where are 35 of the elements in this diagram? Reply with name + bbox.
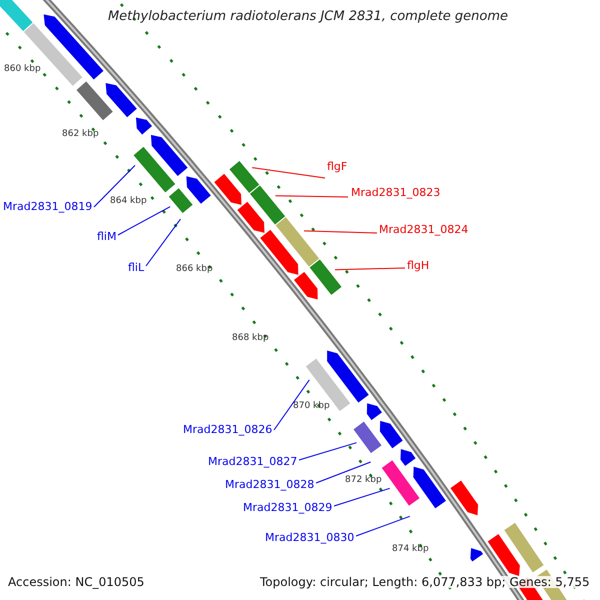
- gene-label: fliM: [97, 231, 116, 242]
- scale-label: 862 kbp: [62, 130, 99, 139]
- leader-line: [356, 516, 410, 536]
- leader-line: [298, 442, 357, 460]
- leader-line: [252, 167, 326, 178]
- gene-label: Mrad2831_0826: [183, 424, 272, 435]
- genome-info-text: Accession: NC_010505: [8, 576, 144, 588]
- leader-line: [146, 218, 181, 266]
- gene-label: Mrad2831_0819: [3, 201, 92, 212]
- scale-label: 872 kbp: [345, 476, 382, 485]
- scale-label: 864 kbp: [110, 197, 147, 206]
- gene-label: flgF: [327, 161, 348, 172]
- gene-label: Mrad2831_0829: [243, 502, 332, 513]
- leader-line: [304, 230, 378, 234]
- gene-label: Mrad2831_0827: [208, 456, 298, 467]
- scale-label: 874 kbp: [392, 545, 429, 554]
- scale-label: 860 kbp: [4, 65, 41, 74]
- leader-line: [334, 268, 406, 270]
- leader-line: [316, 462, 372, 484]
- leader-line: [118, 206, 171, 236]
- genome-info-text: Topology: circular; Length: 6,077,833 bp; Genes: 5,755: [260, 576, 590, 588]
- gene-label: flgH: [407, 260, 430, 271]
- gene-label: Mrad2831_0828: [225, 479, 314, 490]
- leader-line: [94, 164, 136, 208]
- leader-line: [334, 488, 390, 506]
- scale-label: 866 kbp: [176, 265, 213, 274]
- gene-label: Mrad2831_0824: [379, 224, 468, 235]
- scale-label: 870 kbp: [293, 402, 330, 411]
- gene-label: fliL: [128, 262, 144, 273]
- scale-label: 868 kbp: [232, 334, 269, 343]
- leader-line: [274, 195, 348, 198]
- diagram-title: Methylobacterium radiotolerans JCM 2831, complete genome: [106, 10, 510, 23]
- leader-line: [274, 379, 310, 430]
- gene-label: Mrad2831_0823: [351, 187, 440, 198]
- gene-label: Mrad2831_0830: [265, 532, 354, 543]
